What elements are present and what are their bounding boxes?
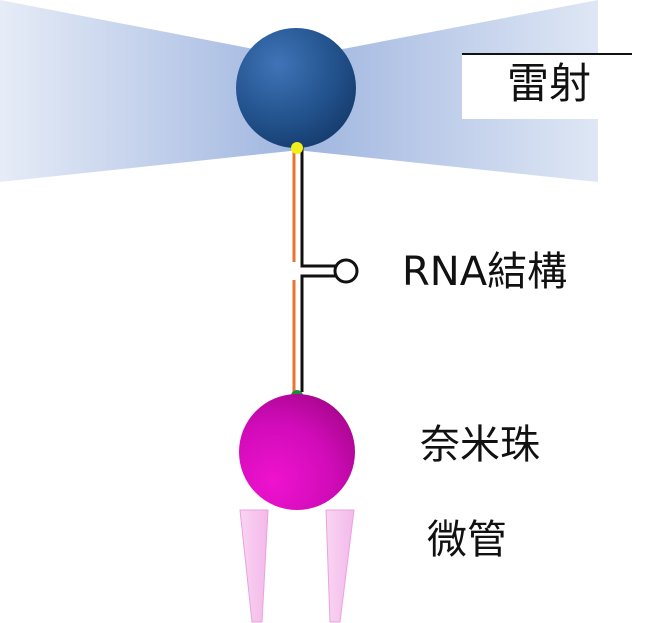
nanobead bbox=[239, 394, 355, 510]
rna-structure-label: RNA結構 bbox=[402, 249, 568, 295]
laser-beam-left bbox=[0, 0, 300, 182]
micropipette-label: 微管 bbox=[427, 517, 507, 563]
laser-beam-right bbox=[296, 0, 598, 182]
trapped-bead bbox=[236, 28, 356, 148]
micropipette bbox=[239, 509, 355, 623]
nanobead-label: 奈米珠 bbox=[420, 422, 540, 468]
rna-hairpin bbox=[300, 258, 359, 284]
top-attachment-point bbox=[291, 142, 303, 154]
laser-label: 雷射 bbox=[507, 59, 592, 108]
laser-label-box bbox=[462, 55, 612, 119]
rna-tether bbox=[292, 147, 304, 392]
